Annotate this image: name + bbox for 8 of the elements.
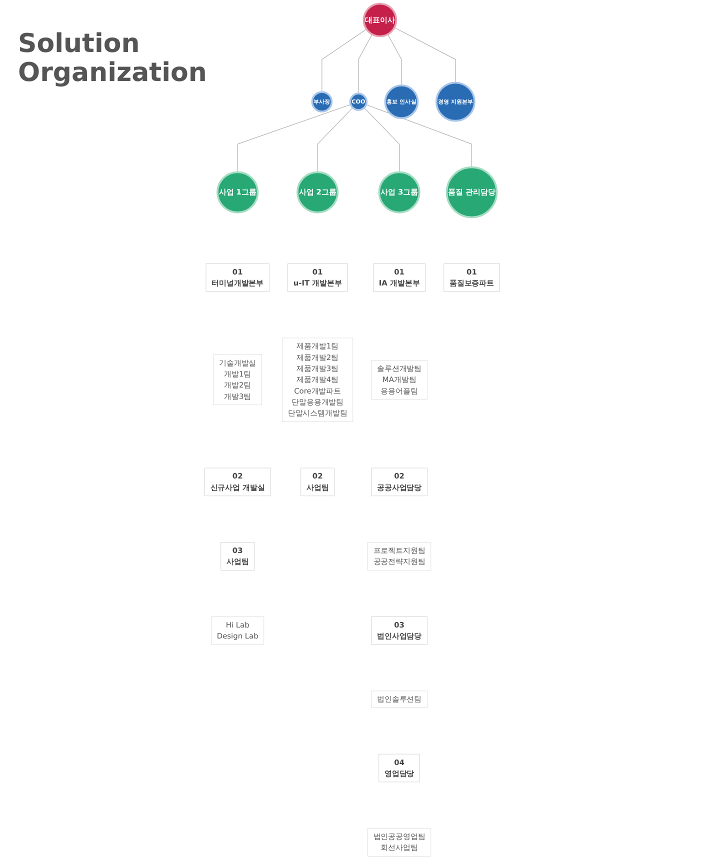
connector xyxy=(317,107,353,172)
connector xyxy=(387,34,402,86)
chart-title: Solution Organization xyxy=(18,30,208,88)
connector xyxy=(322,28,367,92)
connector xyxy=(364,107,400,172)
connector xyxy=(394,27,456,83)
connector xyxy=(358,34,372,94)
connector xyxy=(237,104,351,172)
